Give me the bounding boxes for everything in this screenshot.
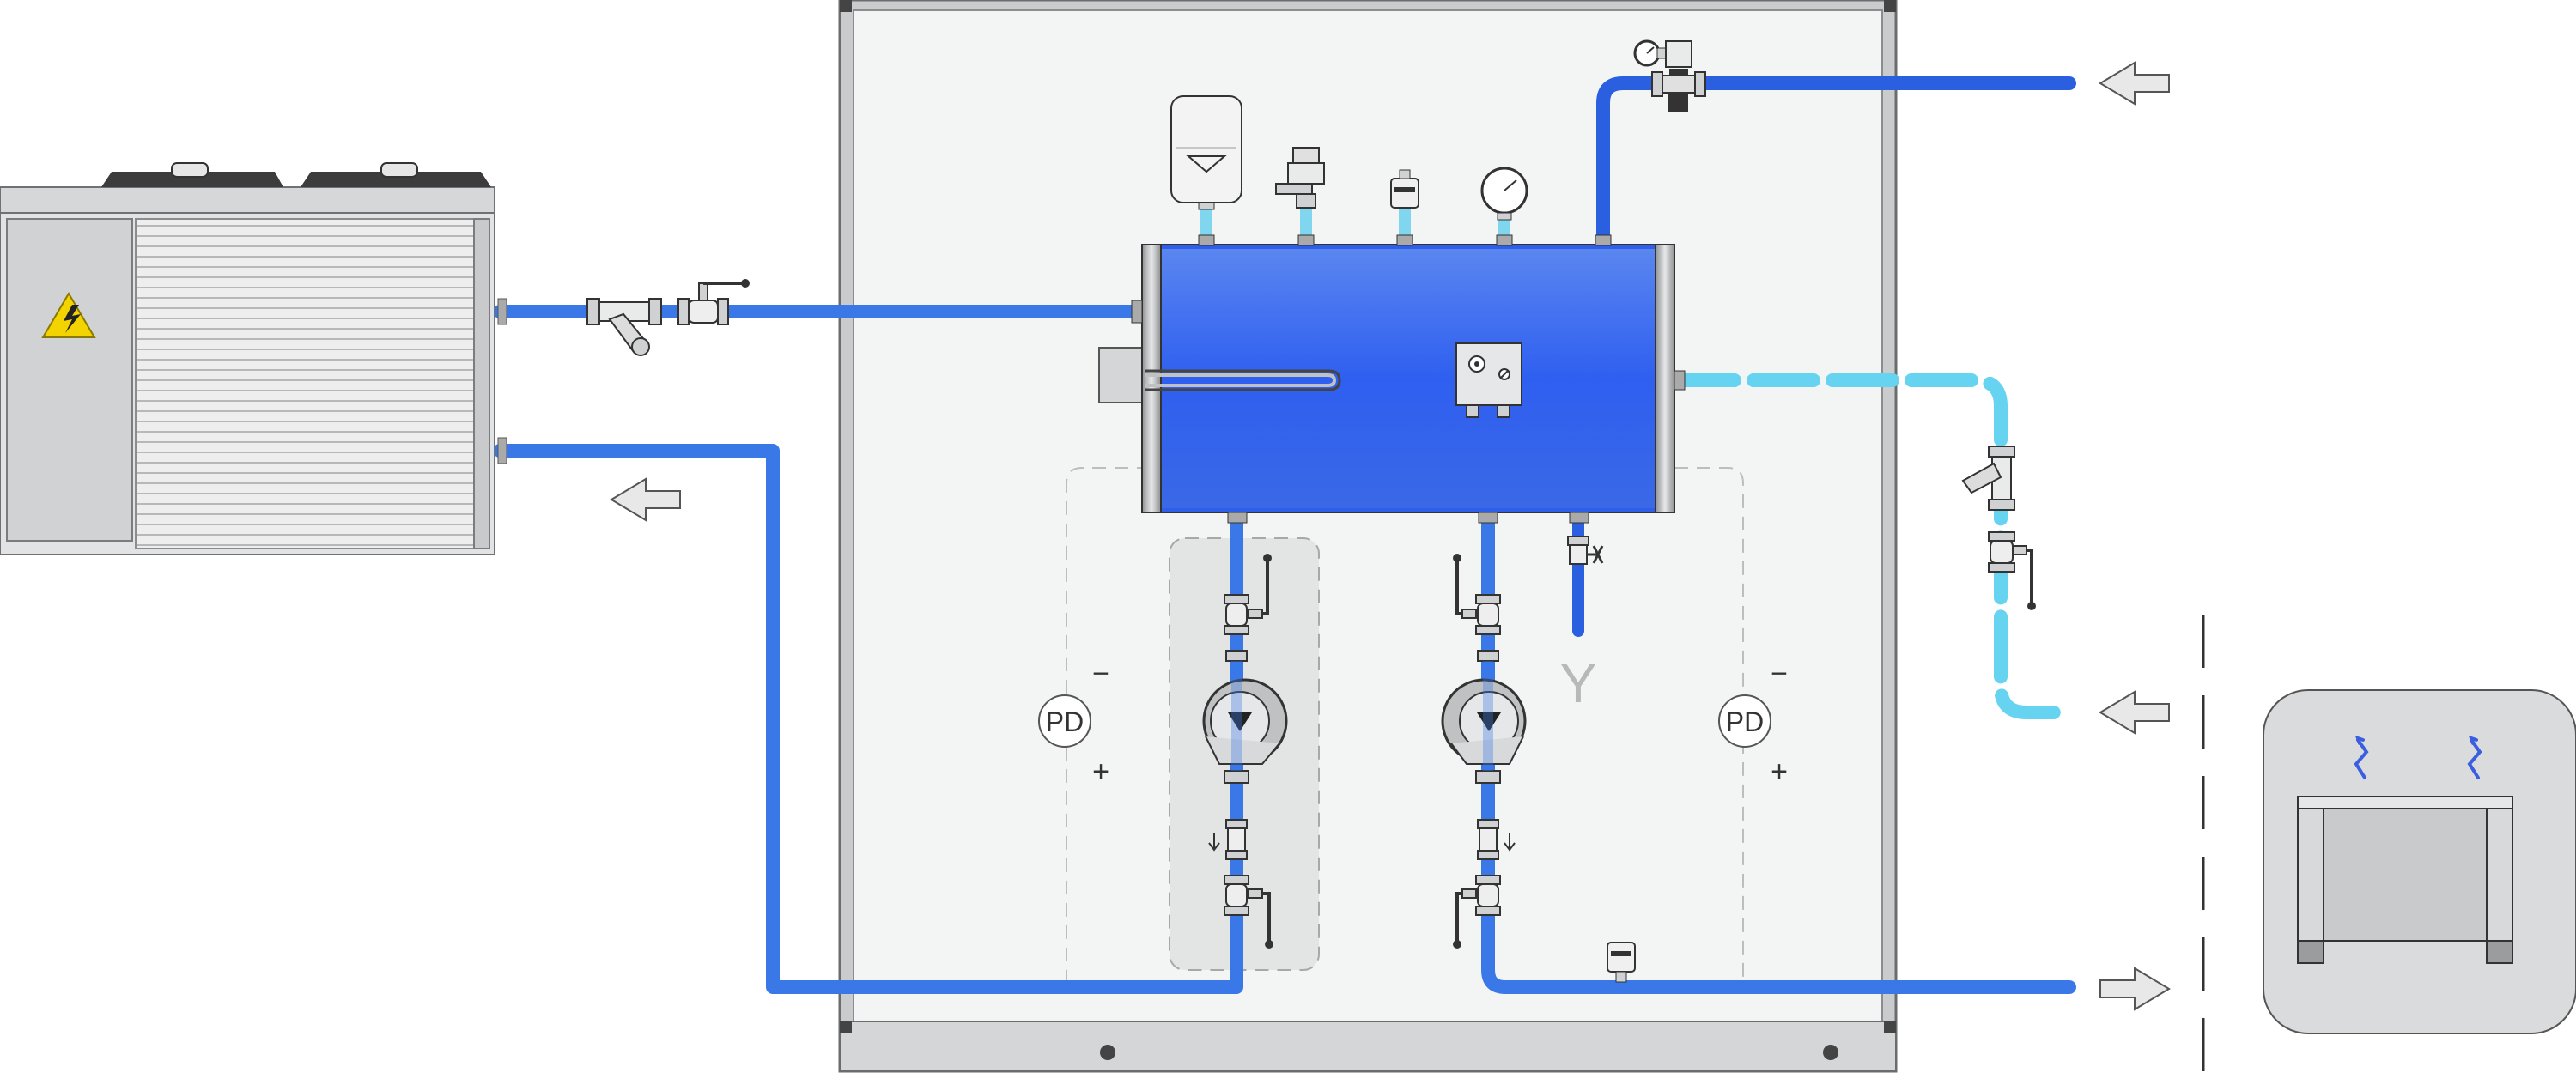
buffer-tank [1098, 234, 1686, 524]
pd-sensor-left: PD − + [1038, 658, 1109, 788]
ball-valve [1453, 554, 1501, 635]
ball-valve [1453, 875, 1501, 949]
pressure-gauge [1480, 167, 1528, 221]
check-valve [1477, 819, 1516, 860]
panel-bolt [1100, 1045, 1115, 1060]
fill-pipe [1596, 76, 2076, 247]
mounting-panel [838, 0, 1898, 1073]
panel-bolt [1823, 1045, 1838, 1060]
heat-pump-unit [0, 162, 507, 555]
minus-sign: − [1092, 658, 1109, 690]
return-pipe-heatpump [493, 444, 1243, 994]
air-vent [1390, 169, 1419, 209]
air-vent [1607, 942, 1636, 983]
plus-sign: + [1771, 755, 1788, 788]
arrow-left-icon [610, 477, 681, 522]
expansion-vessel [1170, 95, 1242, 210]
electrical-hazard-icon [41, 292, 96, 338]
plus-sign: + [1092, 755, 1109, 788]
drain-symbol: Y [1560, 652, 1597, 714]
fan-icon [101, 162, 283, 187]
minus-sign: − [1771, 658, 1788, 690]
outlet-pipe [1481, 512, 2076, 994]
arrow-left-icon [2099, 61, 2170, 106]
ball-valve [1224, 554, 1272, 635]
strainer-valve [586, 298, 662, 356]
ball-valve [677, 279, 750, 325]
circulation-pump-icon [1202, 650, 1288, 784]
immersion-heater-box [1098, 347, 1145, 403]
ball-valve [1224, 875, 1273, 949]
circulation-pump-icon [1441, 650, 1527, 784]
pressure-reducing-valve [1633, 39, 1706, 112]
arrow-right-icon [2099, 967, 2171, 1011]
pump-group-right [1441, 554, 1527, 949]
arrow-left-icon [2099, 690, 2170, 735]
fan-icon [301, 162, 491, 187]
heat-wave-icon [2354, 735, 2482, 779]
thermostat-box [1455, 342, 1522, 418]
pump-group-left [1202, 554, 1288, 949]
safety-valve [1275, 147, 1325, 209]
pd-sensor-right: PD − + [1718, 658, 1788, 788]
drain-valve [1567, 536, 1604, 565]
pd-zone-outlines [1066, 467, 1744, 985]
terminal-unit [2263, 689, 2576, 1034]
check-valve [1208, 819, 1248, 860]
ball-valve [1988, 531, 2036, 610]
strainer-valve [1961, 446, 2015, 511]
pd-label: PD [1046, 706, 1084, 737]
pd-label: PD [1726, 706, 1764, 737]
